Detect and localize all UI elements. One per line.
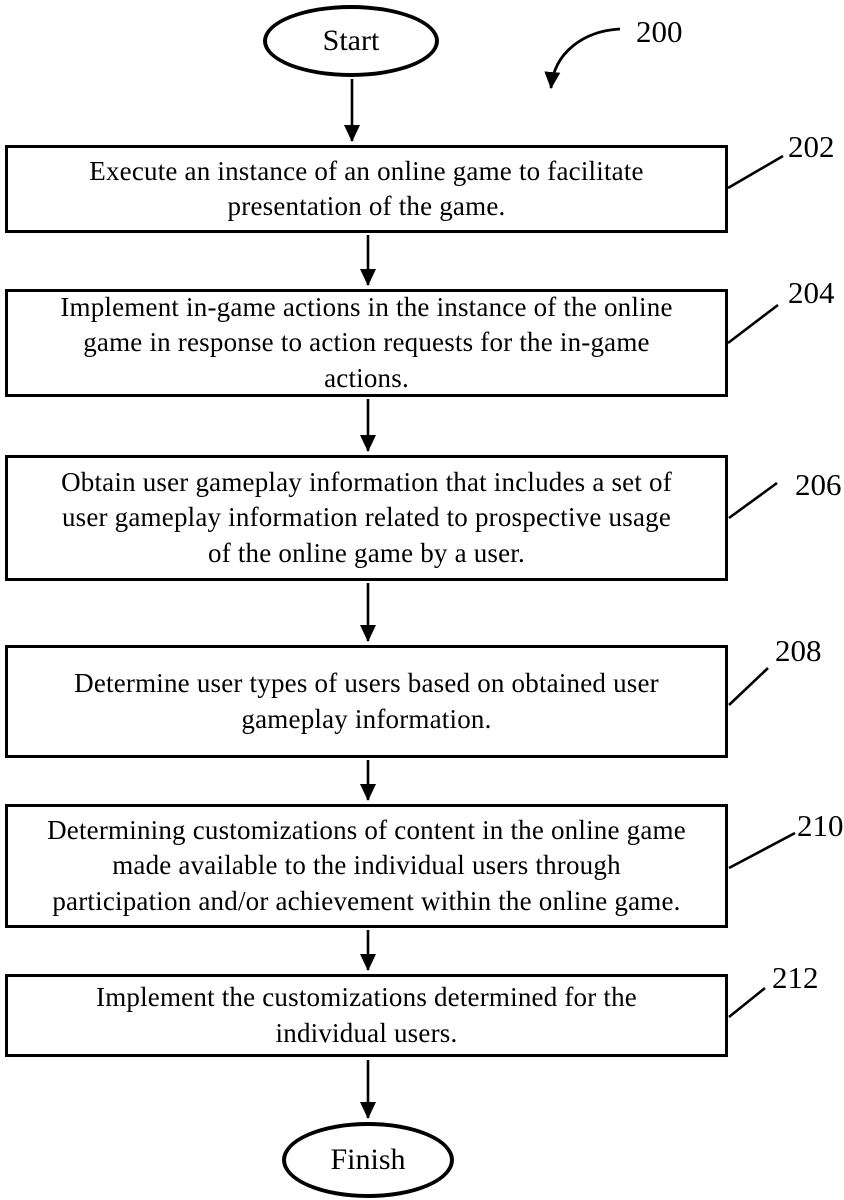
step-text-204: Implement in-game actions in the instanc… [60, 291, 673, 393]
leader-210 [728, 831, 796, 870]
step-text-206: Obtain user gameplay information that in… [61, 466, 672, 568]
ref-label-212: 212 [772, 960, 819, 995]
figure-reference-arrow [544, 27, 621, 89]
step-text-208: Determine user types of users based on o… [74, 668, 659, 734]
leader-206 [728, 481, 778, 520]
start-terminal-label: Start [322, 24, 380, 57]
figure-reference-label: 200 [636, 14, 683, 49]
leader-204 [727, 303, 779, 345]
step-box-202: Execute an instance of an online game to… [5, 145, 728, 233]
step-text-202: Execute an instance of an online game to… [89, 155, 644, 222]
start-terminal: Start [263, 5, 439, 77]
ref-label-202: 202 [788, 129, 835, 164]
leader-212 [728, 986, 766, 1019]
step-box-210: Determining customizations of content in… [5, 804, 728, 928]
ref-label-204: 204 [788, 275, 835, 310]
step-text-210: Determining customizations of content in… [47, 814, 686, 916]
ref-label-208: 208 [775, 633, 822, 668]
finish-terminal: Finish [282, 1122, 454, 1198]
step-box-204: Implement in-game actions in the instanc… [5, 289, 728, 397]
step-text-212: Implement the customizations determined … [96, 982, 637, 1048]
step-box-208: Determine user types of users based on o… [5, 645, 728, 758]
step-box-212: Implement the customizations determined … [5, 974, 728, 1057]
ref-label-210: 210 [797, 808, 844, 843]
leader-202 [727, 154, 784, 190]
leader-208 [728, 667, 769, 706]
finish-terminal-label: Finish [330, 1143, 406, 1176]
step-box-206: Obtain user gameplay information that in… [5, 455, 728, 581]
ref-label-206: 206 [795, 467, 842, 502]
